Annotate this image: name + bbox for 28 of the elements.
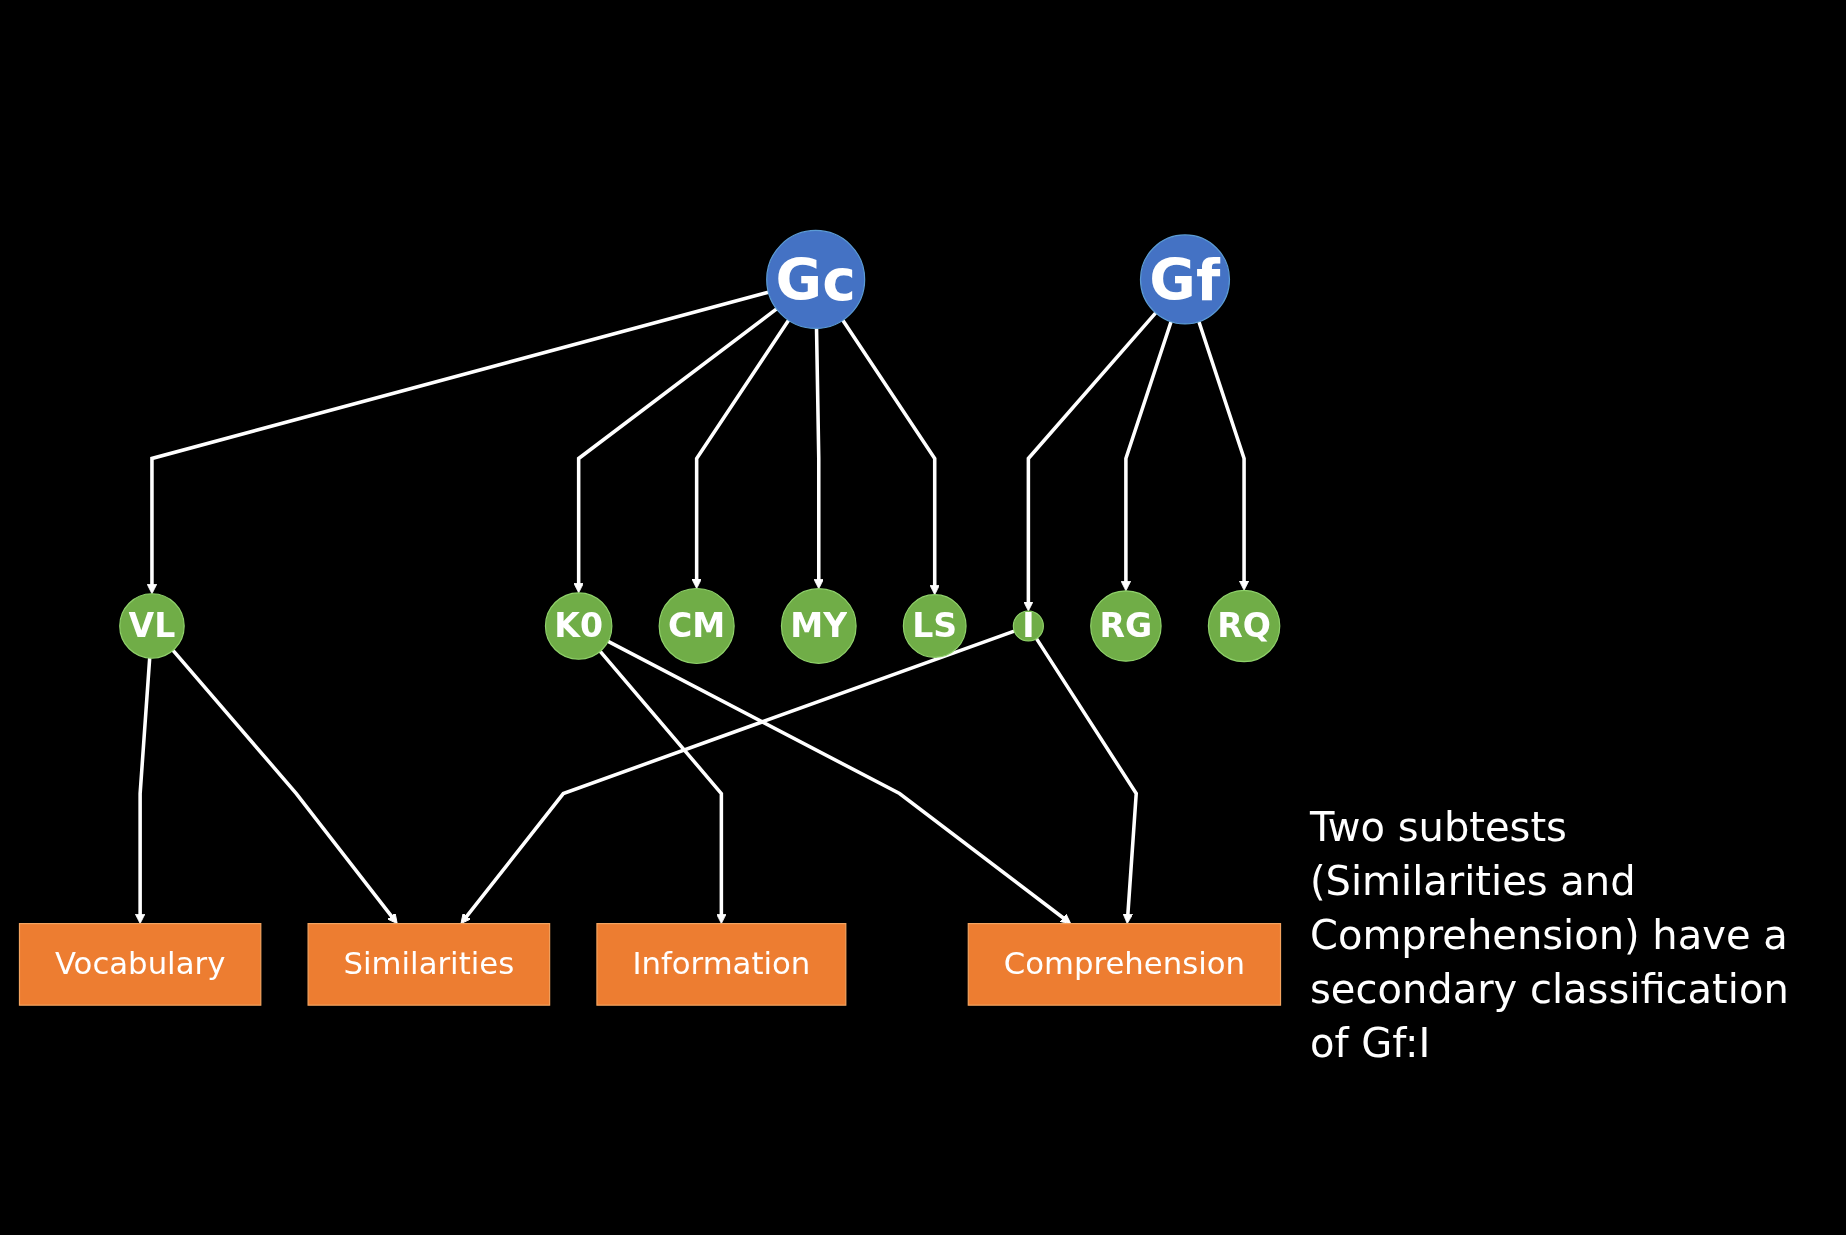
node-circle: LS xyxy=(902,593,967,658)
arrow xyxy=(607,639,1072,924)
arrow xyxy=(1035,637,1139,924)
node-circle: RG xyxy=(1090,589,1162,662)
arrow xyxy=(573,307,778,593)
arrow xyxy=(1023,311,1157,612)
arrow xyxy=(691,318,791,589)
arrow xyxy=(1197,320,1250,591)
arrow xyxy=(1120,320,1173,591)
arrow xyxy=(146,290,769,594)
node-circle: K0 xyxy=(544,591,613,660)
arrow xyxy=(813,328,824,589)
arrow xyxy=(460,629,1015,924)
node-circle: RQ xyxy=(1207,589,1281,662)
node-circle: CM xyxy=(658,587,735,664)
node-box: Comprehension xyxy=(967,922,1282,1006)
node-circle: Gc xyxy=(766,229,866,329)
node-box: Vocabulary xyxy=(18,922,262,1006)
note-text: Two subtests (Similarities and Comprehension) have a secondary classification of Gf:I xyxy=(1310,803,1790,1068)
node-box: Information xyxy=(596,922,847,1006)
node-circle: VL xyxy=(119,592,185,659)
arrow xyxy=(598,649,727,924)
node-circle: MY xyxy=(780,587,857,664)
node-circle: I xyxy=(1012,610,1044,642)
arrow xyxy=(171,648,398,924)
arrow xyxy=(134,657,152,924)
node-box: Similarities xyxy=(307,922,551,1006)
arrow xyxy=(841,318,940,595)
